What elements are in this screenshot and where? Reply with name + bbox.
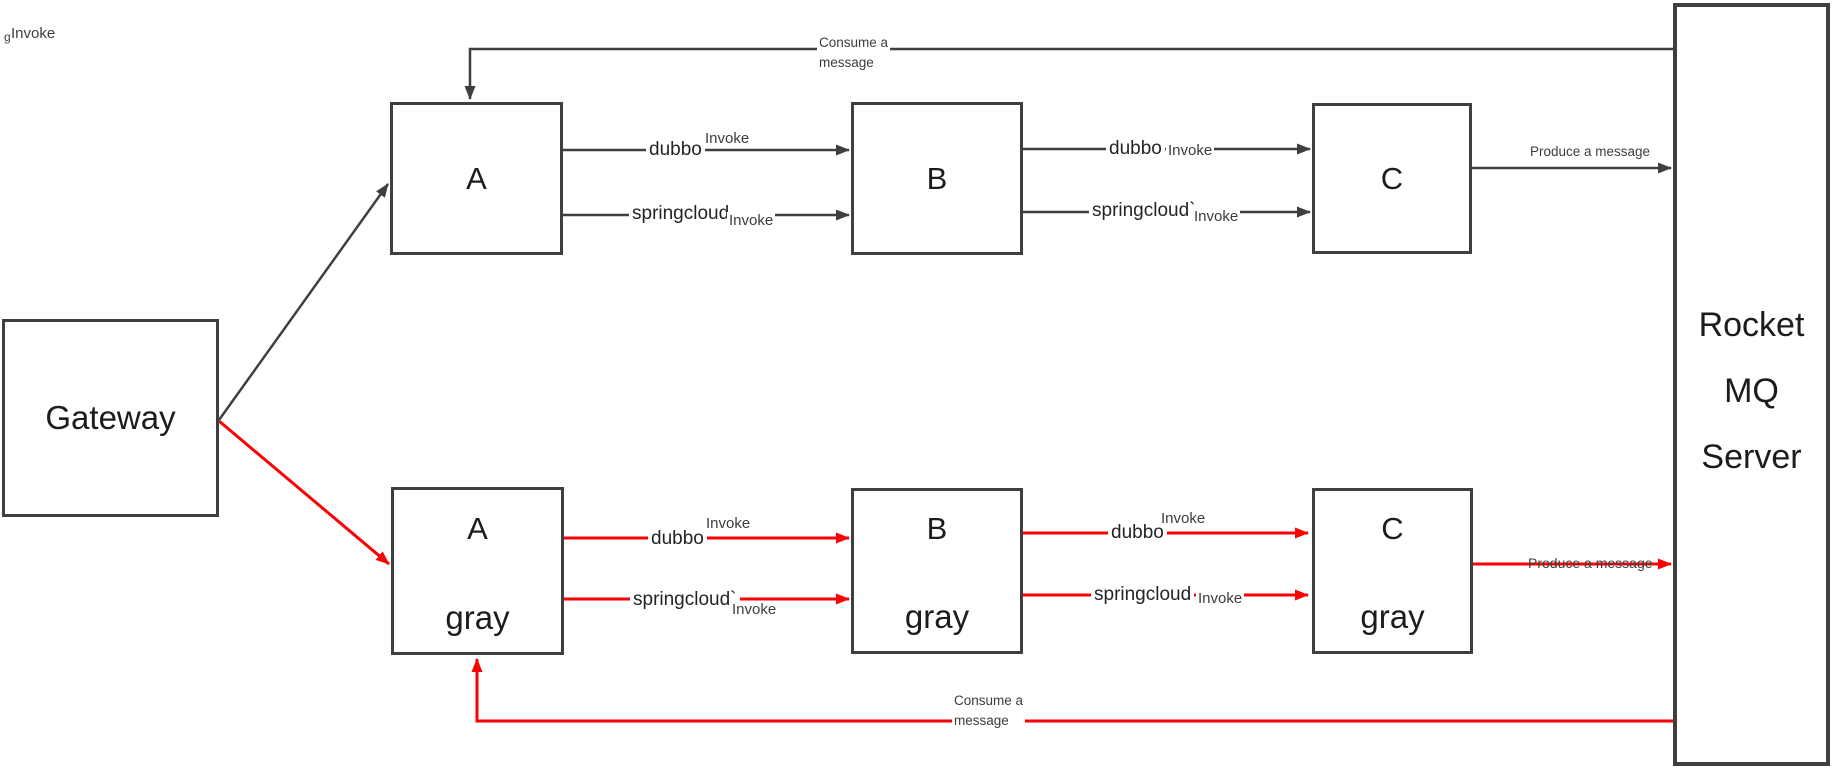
label-a-b-dubbo-invoke: Invoke (703, 130, 752, 148)
label-b-c-dubbo: dubbo (1106, 138, 1165, 160)
service-b-gray-label: B (926, 511, 948, 547)
rocketmq-server-label: Rocket MQ Server (1699, 292, 1805, 490)
edge-mq-to-a-consume (464, 47, 1673, 100)
node-rocketmq-server: Rocket MQ Server (1673, 3, 1830, 766)
label-agray-bgray-springcloud-invoke: Invoke (730, 601, 779, 619)
node-service-b: B (851, 102, 1023, 255)
service-b-gray-tag: gray (904, 598, 970, 636)
label-b-c-dubbo-invoke: Invoke (1166, 142, 1215, 160)
consume-bottom-line1: Consume a (954, 693, 1024, 708)
rocketmq-line1: Rocket (1698, 305, 1805, 344)
stray-invoke-text: Invoke (11, 25, 56, 42)
consume-top-line1: Consume a (819, 35, 889, 50)
label-bgray-cgray-springcloud: springcloud (1091, 584, 1195, 606)
label-produce-bottom: Produce a message (1528, 555, 1653, 571)
label-bgray-cgray-dubbo-invoke: Invoke (1159, 510, 1208, 528)
node-service-c: C (1312, 103, 1472, 254)
gateway-label: Gateway (45, 399, 176, 436)
service-a-label: A (466, 160, 487, 196)
label-b-c-springcloud-invoke: Invoke (1192, 208, 1241, 226)
label-a-b-dubbo: dubbo (646, 139, 705, 161)
service-b-label: B (926, 160, 948, 196)
service-c-label: C (1380, 160, 1404, 196)
node-gateway: Gateway (2, 319, 219, 517)
edge-gateway-to-a-gray (218, 419, 390, 566)
service-a-gray-label: A (467, 510, 488, 546)
edge-mq-to-a-gray-consume (471, 658, 1673, 723)
service-c-gray-tag: gray (1360, 598, 1425, 636)
node-service-c-gray: C gray (1312, 488, 1473, 654)
rocketmq-line2: MQ (1724, 371, 1779, 410)
label-agray-bgray-dubbo-invoke: Invoke (704, 515, 753, 533)
node-service-a-gray: A gray (391, 487, 564, 655)
service-c-gray-label: C (1381, 511, 1404, 547)
label-bgray-cgray-dubbo: dubbo (1108, 522, 1167, 544)
label-produce-top: Produce a message (1528, 144, 1653, 160)
label-bgray-cgray-springcloud-invoke: Invoke (1196, 590, 1245, 608)
stray-invoke-label: gInvoke (4, 24, 56, 44)
consume-bottom-line2: message (954, 713, 1009, 728)
label-a-b-springcloud: springcloud (629, 203, 733, 225)
label-consume-top: Consume a message (817, 33, 891, 73)
label-consume-bottom: Consume a message (952, 691, 1026, 731)
node-service-a: A (390, 102, 563, 255)
label-agray-bgray-dubbo: dubbo (648, 528, 707, 550)
label-a-b-springcloud-invoke: Invoke (727, 212, 776, 230)
node-service-b-gray: B gray (851, 488, 1023, 654)
clipped-character: g (4, 30, 11, 44)
edge-gateway-to-a (217, 183, 390, 421)
service-a-gray-tag: gray (445, 598, 510, 636)
consume-top-line2: message (819, 55, 874, 70)
rocketmq-line3: Server (1701, 437, 1802, 476)
label-b-c-springcloud: springcloud` (1089, 200, 1199, 222)
label-agray-bgray-springcloud: springcloud` (630, 589, 740, 611)
